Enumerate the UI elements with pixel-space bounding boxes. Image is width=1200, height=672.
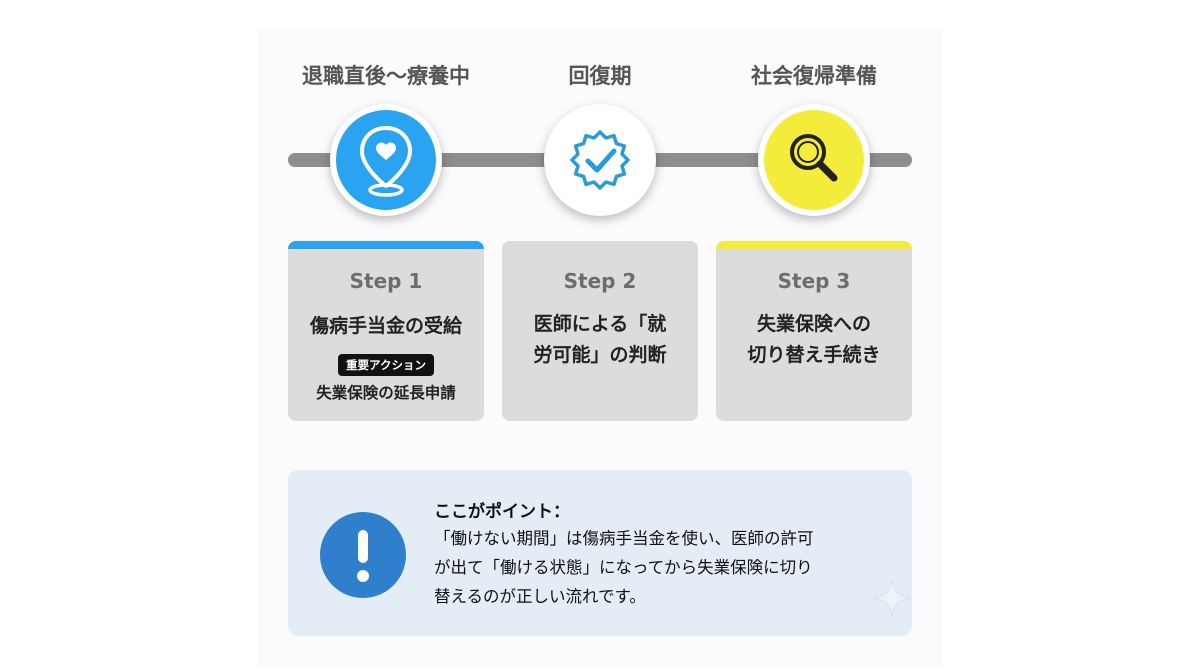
timeline-node-3 <box>758 104 870 216</box>
step-number: Step 3 <box>777 269 851 293</box>
exclamation-icon <box>320 512 406 598</box>
phase-label-3: 社会復帰準備 <box>751 64 877 88</box>
step-subtext: 失業保険の延長申請 <box>316 384 456 402</box>
step-card-1: Step 1 傷病手当金の受給 重要アクション 失業保険の延長申請 <box>288 241 484 421</box>
step-title-line: 失業保険への <box>756 313 871 335</box>
step-title: 医師による「就 労可能」の判断 <box>502 309 698 371</box>
step-number: Step 1 <box>349 269 423 293</box>
step-title: 失業保険への 切り替え手続き <box>716 309 912 371</box>
card-accent-bar <box>502 241 698 249</box>
timeline-node-2 <box>544 104 656 216</box>
point-line: が出て「働ける状態」になってから失業保険に切り <box>434 558 813 577</box>
phase-label-1: 退職直後〜療養中 <box>302 64 470 88</box>
point-body: 「働けない期間」は傷病手当金を使い、医師の許可 が出て「働ける状態」になってから… <box>434 524 894 611</box>
location-heart-icon <box>336 110 436 210</box>
card-accent-bar <box>716 241 912 249</box>
point-title: ここがポイント： <box>434 502 570 522</box>
sparkle-icon <box>873 579 911 617</box>
step-card-3: Step 3 失業保険への 切り替え手続き <box>716 241 912 421</box>
point-line: 替えるのが正しい流れです。 <box>434 587 646 606</box>
important-action-badge: 重要アクション <box>338 354 434 376</box>
step-number: Step 2 <box>563 269 637 293</box>
phase-label-2: 回復期 <box>568 64 632 88</box>
step-title: 傷病手当金の受給 <box>309 315 462 337</box>
point-callout: ここがポイント： 「働けない期間」は傷病手当金を使い、医師の許可 が出て「働ける… <box>288 470 912 636</box>
step-card-2: Step 2 医師による「就 労可能」の判断 <box>502 241 698 421</box>
card-accent-bar <box>288 241 484 249</box>
step-title-line: 切り替え手続き <box>747 344 881 366</box>
step-title-line: 労可能」の判断 <box>533 344 667 366</box>
timeline-node-1 <box>330 104 442 216</box>
point-line: 「働けない期間」は傷病手当金を使い、医師の許可 <box>434 529 814 548</box>
verified-badge-icon <box>550 110 650 210</box>
magnifier-icon <box>764 110 864 210</box>
step-title-line: 医師による「就 <box>533 313 667 335</box>
